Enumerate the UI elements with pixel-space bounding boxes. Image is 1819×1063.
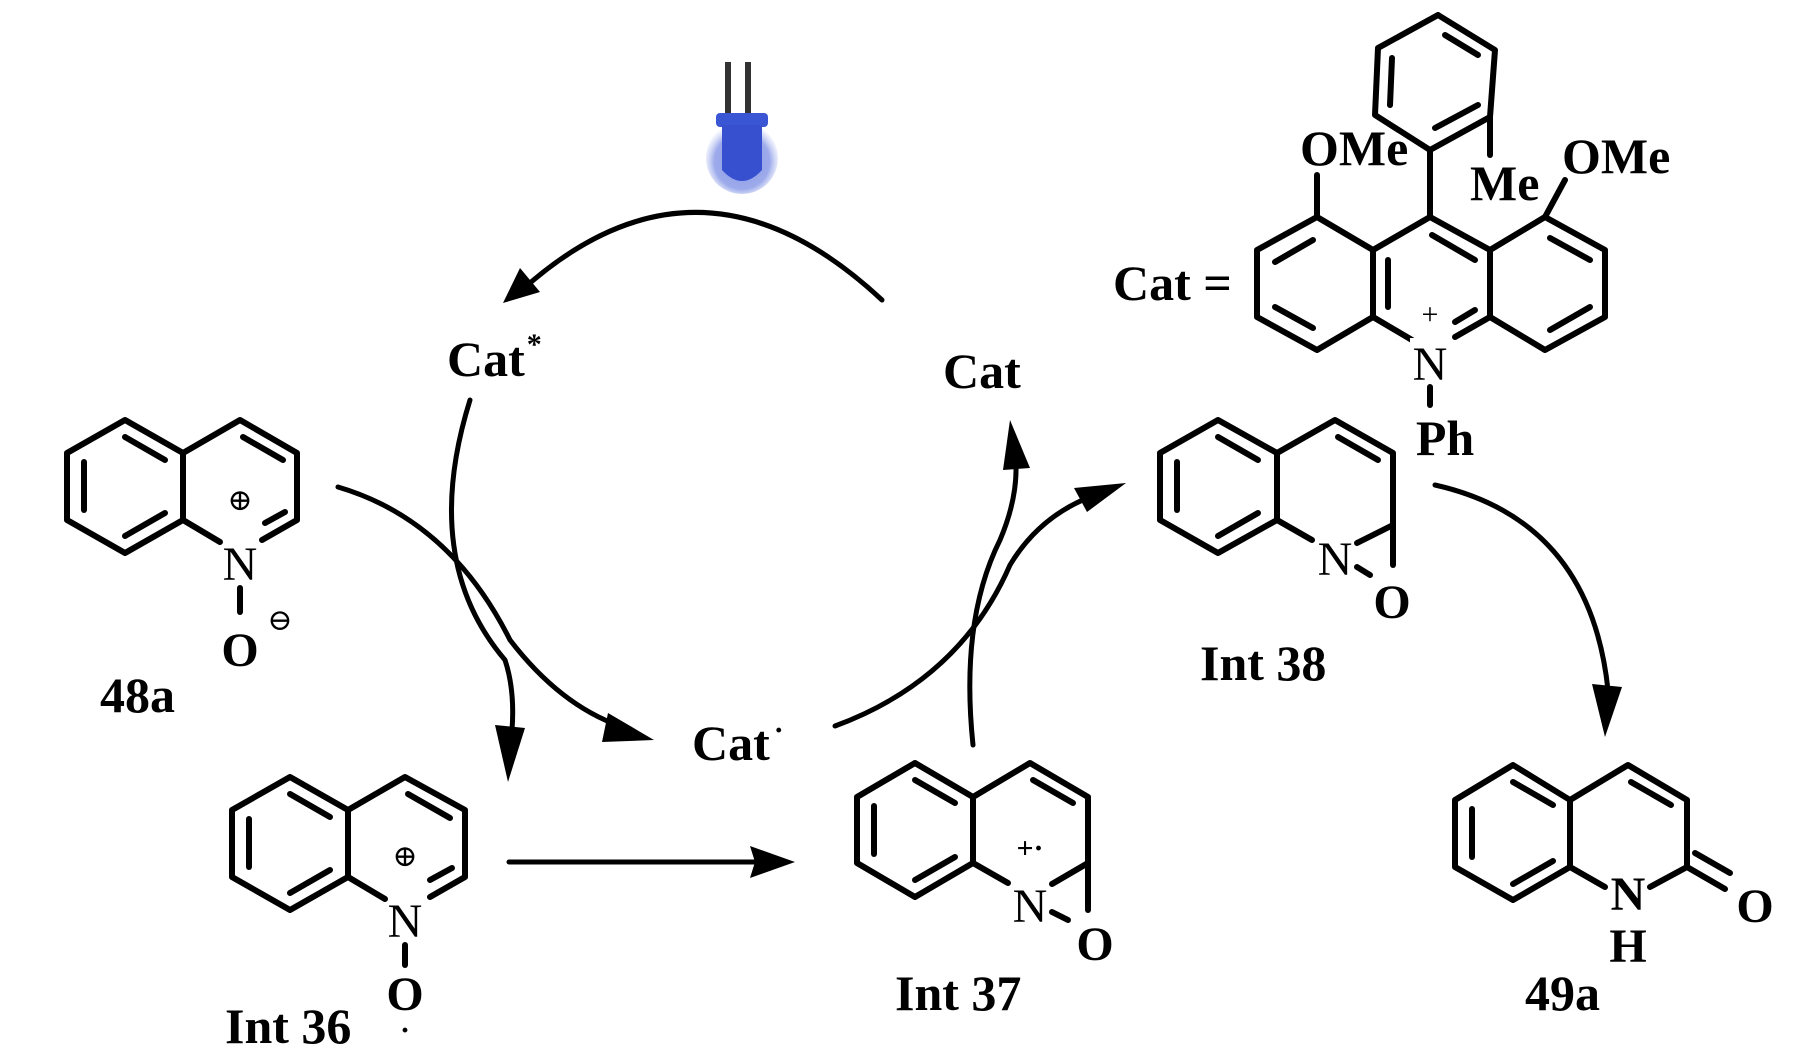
- int36-nitrogen: N: [388, 895, 423, 948]
- 48a-nitrogen-charge: ⊕: [227, 484, 252, 517]
- phenyl-label: Ph: [1416, 410, 1475, 466]
- int37-oxygen: O: [1076, 918, 1113, 971]
- arrow-cat-radical-to-int38: [832, 483, 1126, 729]
- arrow-48a-to-cat-radical: [335, 484, 654, 742]
- int36-nitrogen-charge: ⊕: [392, 840, 417, 873]
- compound-label-int38: Int 38: [1200, 635, 1326, 691]
- compound-int37: N +· O Int 37: [854, 760, 1114, 1021]
- blue-led-icon: [706, 62, 778, 194]
- cat-excited-text: Cat: [447, 331, 525, 387]
- 48a-oxygen: O: [221, 624, 258, 677]
- compound-label-int36: Int 36: [225, 998, 351, 1054]
- int36-oxygen-radical: ·: [400, 1014, 410, 1047]
- int38-nitrogen: N: [1318, 533, 1353, 586]
- cat-radical-text: Cat: [692, 715, 770, 771]
- 49a-nitrogen: N: [1611, 868, 1646, 921]
- compound-label-49a: 49a: [1525, 965, 1600, 1021]
- arrow-int37-to-cat: [967, 420, 1030, 748]
- 48a-nitrogen: N: [223, 538, 258, 591]
- int37-nitrogen-charge: +·: [1016, 832, 1043, 865]
- arrow-int38-to-49a: [1432, 482, 1622, 737]
- cat-radical-superscript: ·: [774, 714, 784, 747]
- int38-oxygen: O: [1373, 576, 1410, 629]
- catalyst-structure: Cat = OMe Me OMe N + Ph: [1113, 12, 1670, 466]
- 49a-oxygen: O: [1736, 880, 1773, 933]
- ome-left-label: OMe: [1300, 120, 1408, 176]
- compound-48a: N ⊕ O ⊖ 48a: [64, 417, 300, 723]
- int36-oxygen: O: [386, 968, 423, 1021]
- int37-nitrogen: N: [1013, 880, 1048, 933]
- cat-radical-label: Cat·: [692, 714, 784, 771]
- arrow-cat-to-cat-excited: [503, 210, 885, 303]
- cat-excited-superscript: *: [527, 328, 542, 361]
- compound-int36: N ⊕ O · Int 36: [225, 774, 468, 1054]
- compound-49a: N H O 49a: [1452, 762, 1774, 1021]
- catalyst-nitrogen: N: [1413, 338, 1448, 391]
- arrow-int36-to-int37: [506, 846, 795, 878]
- arrow-cat-excited-to-int36: [449, 397, 525, 782]
- compound-label-48a: 48a: [100, 667, 175, 723]
- compound-label-int37: Int 37: [895, 965, 1021, 1021]
- cat-ground-label: Cat: [943, 343, 1021, 399]
- cat-equals-label: Cat =: [1113, 255, 1232, 311]
- 48a-oxygen-charge: ⊖: [267, 604, 292, 637]
- ome-right-label: OMe: [1562, 128, 1670, 184]
- cat-excited-label: Cat*: [447, 328, 542, 387]
- compound-int38: N O Int 38: [1157, 417, 1411, 691]
- 49a-hydrogen: H: [1609, 920, 1646, 973]
- catalyst-charge: +: [1422, 298, 1439, 331]
- methyl-label: Me: [1470, 155, 1539, 211]
